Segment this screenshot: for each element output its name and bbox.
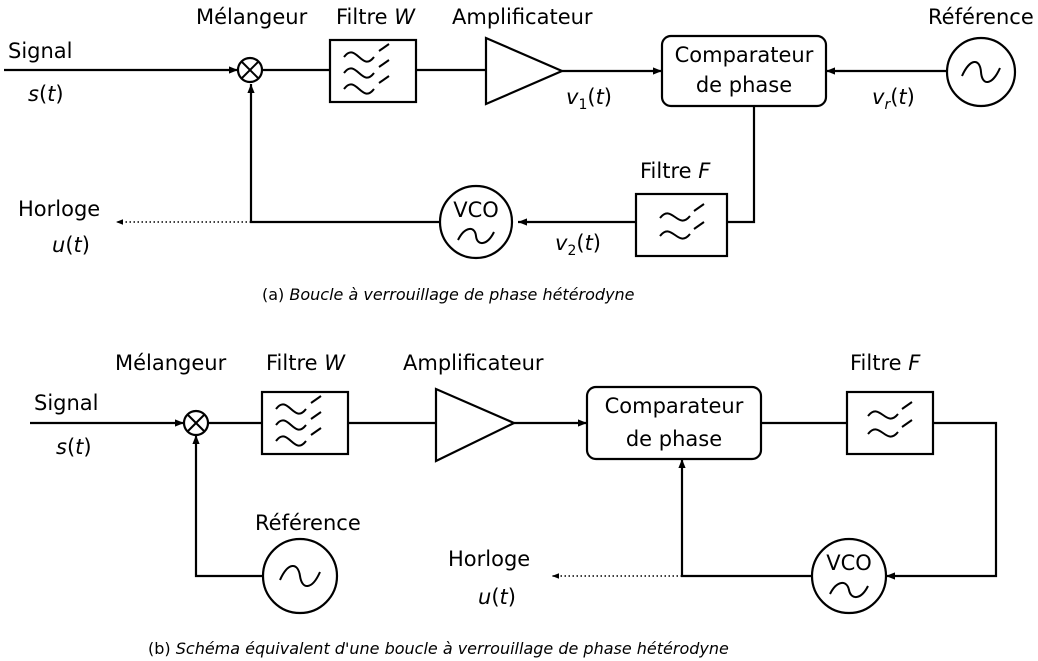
reference-oscillator-icon [945,36,1017,108]
vco-to-comparator-wire [678,459,812,578]
vco-label: VCO [453,198,499,222]
mixer-symbol [182,409,210,437]
lowpass-filter-icon [845,390,935,456]
vco-icon: VCO [810,537,888,615]
diagram-b: Signal s(t) Mélangeur Filtre W Amplifica… [30,351,998,658]
signal-label: Signal [34,391,99,415]
reference-to-mixer-wire [192,435,263,578]
signal-var: s(t) [28,82,64,106]
v2-label: v2(t) [555,231,601,259]
vr-label: vr(t) [872,85,915,113]
caption-b: (b) Schéma équivalent d'une boucle à ver… [148,639,729,658]
bandpass-filter-icon [260,390,350,456]
reference-label: Référence [255,511,361,535]
amplifier-label: Amplificateur [452,5,593,29]
comparator-line2: de phase [626,427,722,451]
vco-icon: VCO [438,184,514,260]
comparator-line1: Comparateur [675,43,814,67]
diagram-a: Signal s(t) Mélangeur Filtre W Amplifica… [4,5,1034,304]
mixer-label: Mélangeur [196,5,308,29]
mixer-symbol [236,56,264,84]
amplifier-triangle-icon [484,36,565,106]
reference-label: Référence [928,5,1034,29]
bandpass-filter-icon [328,38,418,104]
filter-w-label: Filtre W [266,351,346,375]
clock-var: u(t) [52,233,90,257]
comparator-line2: de phase [696,73,792,97]
vco-label: VCO [826,551,872,575]
caption-a: (a) Boucle à verrouillage de phase hétér… [262,285,635,304]
filter-f-to-vco-wire [886,421,998,580]
comparator-to-filter-f-wire [727,106,756,224]
amplifier-triangle-icon [434,387,517,463]
filter-f-label: Filtre F [850,351,921,375]
signal-var: s(t) [56,435,92,459]
signal-label: Signal [8,39,73,63]
clock-var: u(t) [478,585,516,609]
filter-w-label: Filtre W [336,5,416,29]
reference-oscillator-icon [261,537,339,615]
v1-label: v1(t) [566,85,612,113]
clock-label: Horloge [448,547,530,571]
clock-label: Horloge [18,197,100,221]
filter-f-label: Filtre F [640,159,711,183]
amplifier-label: Amplificateur [403,351,544,375]
mixer-label: Mélangeur [115,351,227,375]
lowpass-filter-icon [634,192,729,258]
vco-to-mixer-wire [247,84,440,224]
comparator-line1: Comparateur [605,394,744,418]
